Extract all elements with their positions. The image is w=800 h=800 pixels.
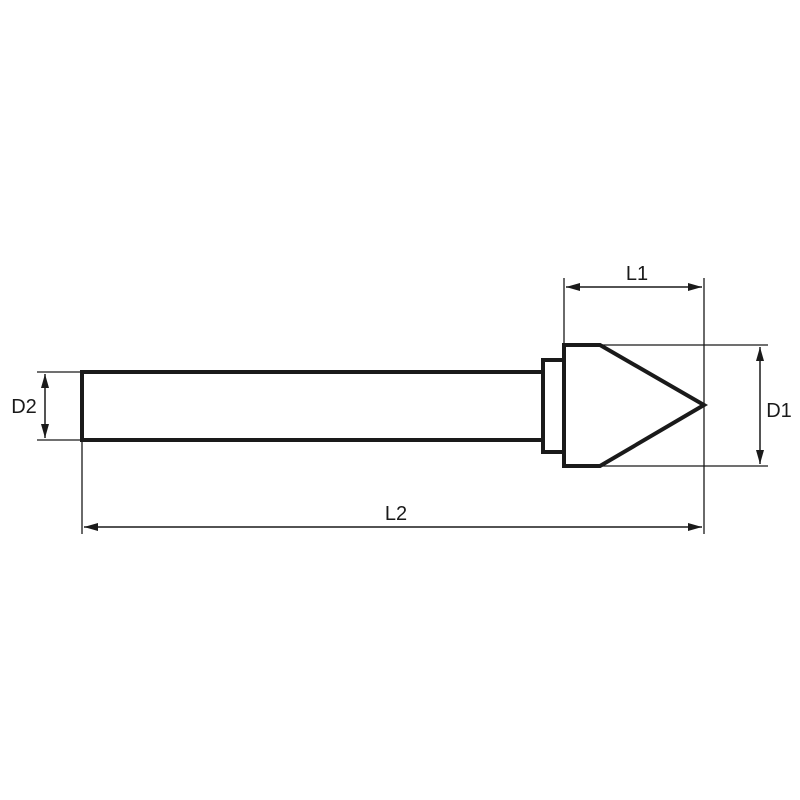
extension-lines [37, 278, 768, 534]
label-l2: L2 [385, 503, 407, 525]
dimension-labels: D2 D1 L1 L2 [11, 263, 792, 525]
label-l1: L1 [626, 263, 648, 285]
collar [541, 358, 566, 454]
cutting-head [562, 343, 708, 468]
tool-outline [80, 343, 708, 468]
shank [80, 370, 545, 442]
label-d2: D2 [11, 396, 37, 418]
dimension-lines [41, 283, 764, 531]
label-d1: D1 [766, 400, 792, 422]
